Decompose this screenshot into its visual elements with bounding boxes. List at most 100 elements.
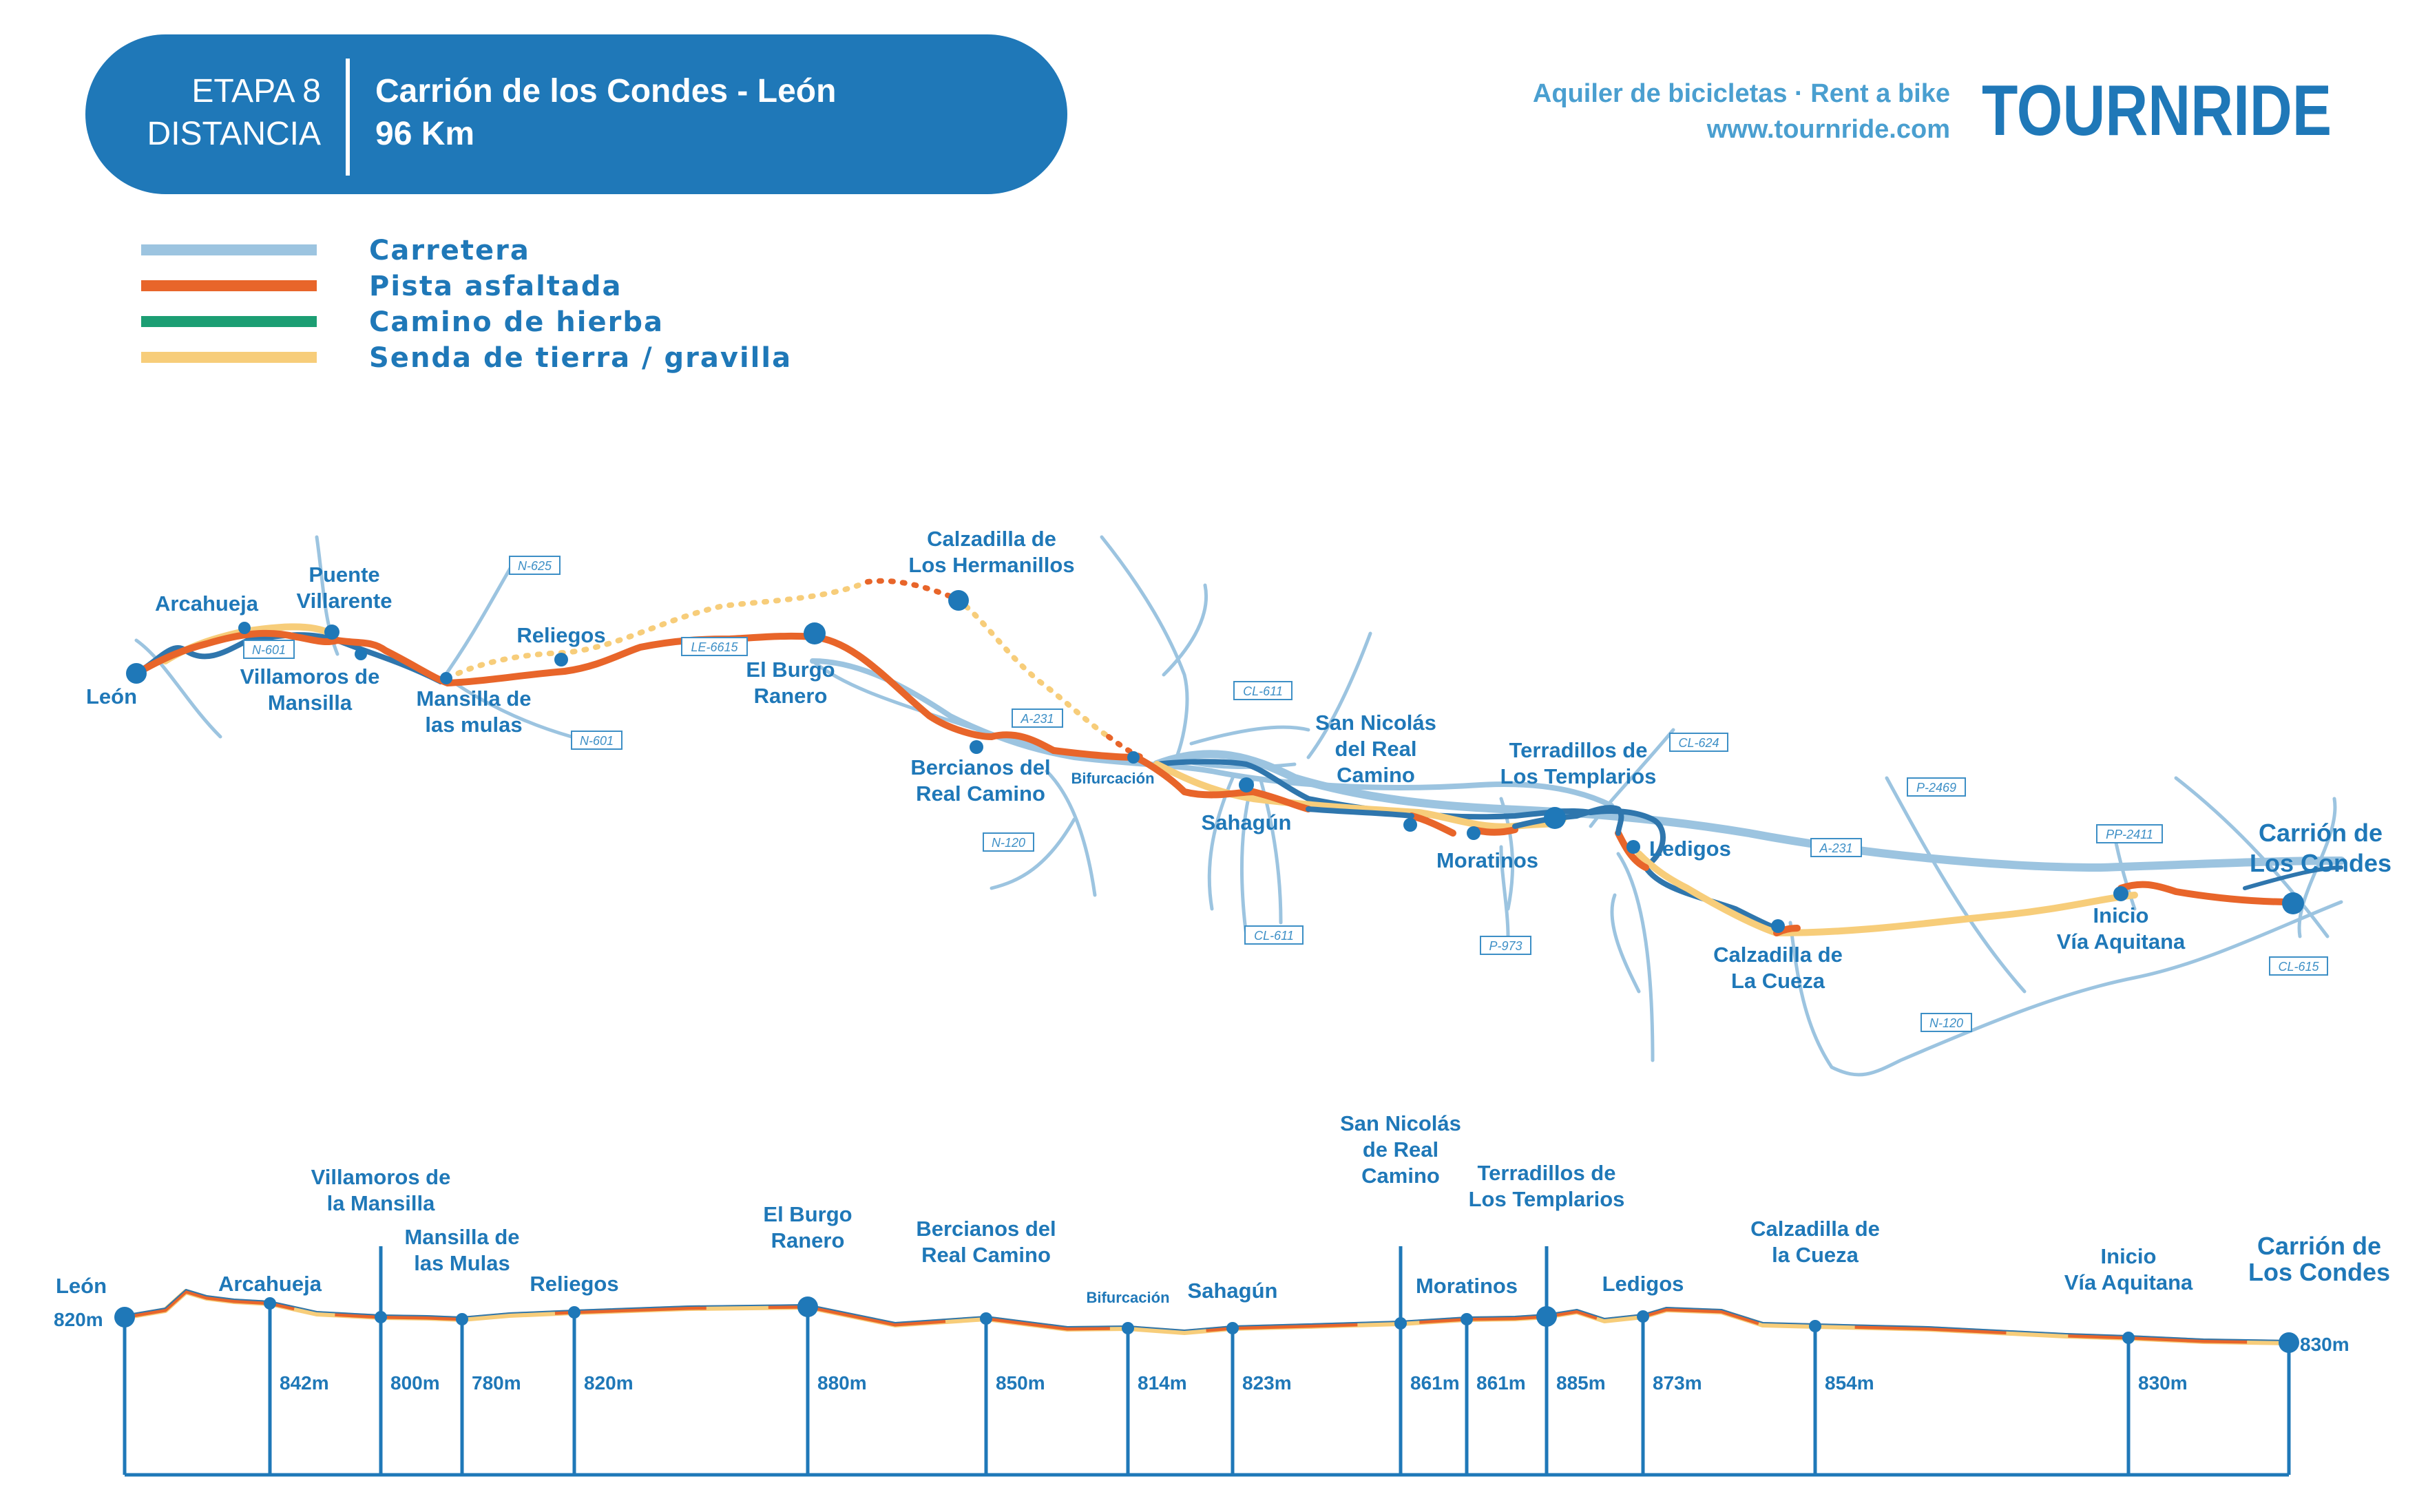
profile-altitude-carri-n-de-los-condes: 830m	[2300, 1334, 2349, 1355]
profile-stop-terradillos-de-los-templarios[interactable]	[1536, 1306, 1557, 1327]
profile-stop-le-n[interactable]	[114, 1307, 135, 1327]
profile-altitude-bifurcaci-n: 814m	[1138, 1372, 1187, 1394]
place-label-arcahueja: Arcahueja	[155, 591, 259, 616]
profile-stop-bercianos-del-real-camino[interactable]	[980, 1312, 992, 1325]
highway-carrion	[2243, 865, 2343, 890]
road-label-box	[1012, 708, 1063, 728]
road-label-box	[2269, 956, 2328, 976]
profile-stop-inicio-v-a-aquitana[interactable]	[2122, 1332, 2135, 1344]
profile-stop-mansilla-de-las-mulas[interactable]	[456, 1313, 468, 1325]
profile-stop-reliegos[interactable]	[568, 1306, 580, 1319]
etapa-label: ETAPA 8	[191, 73, 321, 109]
place-marker-terradillos[interactable]	[1544, 807, 1566, 829]
place-marker-calzadilla-cueza[interactable]	[1771, 919, 1785, 933]
highway-n120-dark	[1154, 759, 1666, 863]
highway-n601	[134, 632, 443, 684]
highway	[134, 632, 2345, 936]
profile-label-moratinos: Moratinos	[1416, 1274, 1518, 1298]
road-label-n-625: N-625	[518, 559, 552, 573]
profile-label-le-n: León	[56, 1274, 107, 1298]
road-line	[1885, 776, 2027, 994]
asphalt-segment	[1408, 812, 1456, 837]
place-marker-reliegos[interactable]	[554, 653, 568, 666]
distance-value: 96 Km	[375, 116, 474, 152]
dotted-alternative-asphalt	[865, 578, 960, 602]
profile-stop-arcahueja[interactable]	[264, 1297, 276, 1310]
legend-label-senda-de-tierra-gravilla: Senda de tierra / gravilla	[369, 342, 792, 374]
profile-label-sahag-n: Sahagún	[1188, 1279, 1278, 1303]
profile-stop-carri-n-de-los-condes[interactable]	[2279, 1332, 2299, 1353]
road-label-box	[681, 637, 748, 656]
place-label-bifurcacion: Bifurcación	[1071, 770, 1154, 787]
place-marker-inicio[interactable]	[2113, 886, 2128, 901]
profile-label-reliegos: Reliegos	[530, 1272, 618, 1296]
promo-website[interactable]: www.tournride.com	[1706, 115, 1950, 144]
profile-altitude-terradillos-de-los-templarios: 885m	[1556, 1372, 1606, 1394]
place-label-moratinos: Moratinos	[1436, 848, 1538, 872]
legend-label-camino-de-hierba: Camino de hierba	[369, 306, 664, 338]
place-marker-burgo[interactable]	[804, 622, 826, 644]
highway-a231	[1153, 750, 2345, 872]
road-line	[1616, 852, 1655, 1062]
place-marker-bifurcacion[interactable]	[1127, 751, 1140, 764]
camino-road-section	[1306, 806, 1414, 819]
road-label-n-120: N-120	[1929, 1016, 1963, 1030]
profile-stop-ledigos[interactable]	[1637, 1310, 1649, 1323]
place-marker-puente[interactable]	[324, 624, 339, 640]
profile-stop-bifurcaci-n[interactable]	[1122, 1322, 1134, 1334]
profile-altitude-san-nicol-s-de-real-camino: 861m	[1410, 1372, 1460, 1394]
road-line	[1045, 769, 1097, 897]
promo-rent-bike: Aquiler de bicicletas · Rent a bike	[1533, 79, 1950, 108]
road-line	[1610, 893, 1641, 994]
profile-altitude-sahag-n: 823m	[1242, 1372, 1292, 1394]
place-marker-mansilla[interactable]	[440, 672, 452, 684]
place-marker-sannicolas[interactable]	[1403, 818, 1417, 832]
place-marker-ledigos[interactable]	[1626, 840, 1640, 854]
profile-stop-san-nicol-s-de-real-camino[interactable]	[1394, 1317, 1407, 1330]
profile-stop-calzadilla-de-la-cueza[interactable]	[1809, 1320, 1821, 1332]
road-label-p-973: P-973	[1489, 939, 1522, 953]
place-marker-leon[interactable]	[126, 663, 147, 684]
profile-stop-sahag-n[interactable]	[1226, 1322, 1239, 1334]
dotted-alternative-gravel	[445, 579, 870, 681]
profile-stop-el-burgo-ranero[interactable]	[797, 1296, 818, 1317]
road-label-n-601: N-601	[252, 643, 286, 657]
road-label-box	[571, 731, 622, 750]
place-marker-bercianos[interactable]	[970, 740, 983, 754]
title-pill	[85, 34, 1067, 194]
road-line	[1306, 631, 1372, 759]
profile-altitude-le-n: 820m	[54, 1309, 103, 1330]
road-label-cl-615: CL-615	[2278, 960, 2319, 974]
profile-altitude-moratinos: 861m	[1476, 1372, 1526, 1394]
profile-altitude-ledigos: 873m	[1653, 1372, 1702, 1394]
road-label-box	[2096, 824, 2163, 843]
road-line	[2174, 776, 2330, 938]
profile-stop-moratinos[interactable]	[1461, 1313, 1473, 1325]
place-marker-arcahueja[interactable]	[238, 622, 251, 634]
profile-altitude-el-burgo-ranero: 880m	[817, 1372, 867, 1394]
road-label-box	[1921, 1013, 1972, 1032]
road-line	[1189, 725, 1310, 746]
gravel-segment	[1635, 850, 1780, 936]
road-label-box	[1810, 838, 1862, 857]
place-marker-carrion[interactable]	[2282, 892, 2304, 914]
profile-stop-villamoros-de-la-mansilla[interactable]	[375, 1311, 387, 1323]
profile-road-line	[124, 1289, 2290, 1341]
place-marker-villamoros[interactable]	[355, 648, 367, 660]
place-marker-moratinos[interactable]	[1467, 826, 1480, 840]
place-marker-sahagun[interactable]	[1239, 777, 1254, 792]
road-line	[2297, 797, 2337, 938]
place-marker-calzadilla-herm[interactable]	[948, 590, 969, 611]
